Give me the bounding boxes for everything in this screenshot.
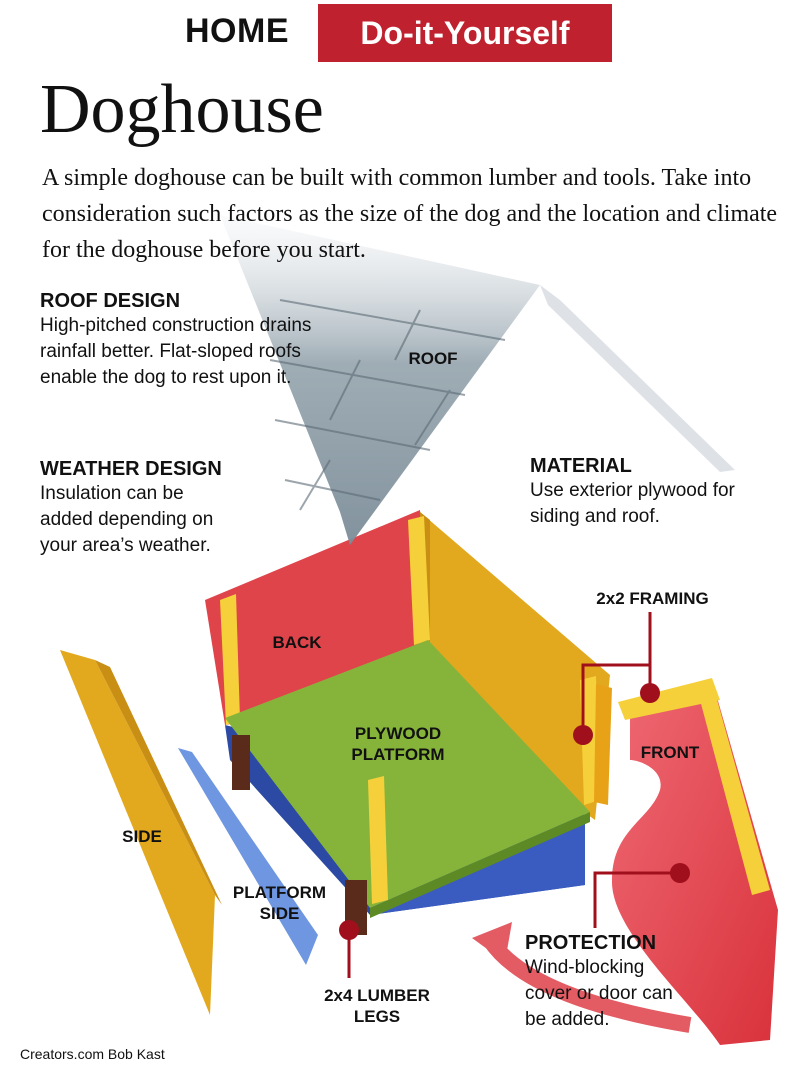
intro-text: A simple doghouse can be built with comm… <box>42 165 778 263</box>
framing-label: 2x2 FRAMING <box>596 589 709 608</box>
framing-callout-dot <box>573 725 593 745</box>
framing-post-front <box>368 776 388 904</box>
credit: Creators.com Bob Kast <box>20 1046 165 1062</box>
roof-edge <box>540 285 735 472</box>
protection-callout-dot <box>670 863 690 883</box>
framing-callout-dot-2 <box>640 683 660 703</box>
protection-text: Wind-blocking cover or door can be added… <box>525 957 673 1030</box>
lumber-legs-label: 2x4 LUMBER LEGS <box>324 986 430 1026</box>
front-framing <box>618 678 720 720</box>
side-label: SIDE <box>122 827 162 846</box>
curved-arrow-head <box>472 922 512 962</box>
material-text: Use exterior plywood for siding and roof… <box>530 480 735 527</box>
protection-heading: PROTECTION <box>525 932 657 954</box>
plywood-platform-label: PLYWOOD PLATFORM <box>351 724 445 764</box>
back-framing-post-2 <box>408 516 430 645</box>
protection-note: PROTECTION Wind-blocking cover or door c… <box>525 932 690 1033</box>
weather-design-text: Insulation can be added depending on you… <box>40 483 214 556</box>
platform-side-board <box>178 748 318 965</box>
right-side-panel <box>420 512 610 820</box>
side-panel <box>60 650 215 1015</box>
plywood-platform <box>225 640 590 908</box>
header-banner: Do-it-Yourself <box>318 4 612 62</box>
weather-design-note: WEATHER DESIGN Insulation can be added d… <box>40 458 230 559</box>
roof-design-note: ROOF DESIGN High-pitched construction dr… <box>40 290 315 391</box>
page-title: Doghouse <box>40 71 324 148</box>
back-label: BACK <box>272 633 322 652</box>
platform-side-label: PLATFORM SIDE <box>232 883 327 923</box>
roof-design-text: High-pitched construction drains rainfal… <box>40 315 312 388</box>
protection-callout-line <box>593 871 680 928</box>
framing-callout-line <box>581 612 652 735</box>
weather-design-heading: WEATHER DESIGN <box>40 458 222 480</box>
legs-callout-dot <box>339 920 359 940</box>
front-framing-2 <box>700 696 770 895</box>
roof-design-heading: ROOF DESIGN <box>40 290 181 312</box>
lumber-leg <box>232 735 250 790</box>
back-framing-post <box>220 594 240 725</box>
header-home: HOME <box>185 12 289 50</box>
right-framing-post-2 <box>594 684 612 805</box>
material-note: MATERIAL Use exterior plywood for siding… <box>530 455 760 530</box>
material-heading: MATERIAL <box>530 455 632 477</box>
front-label: FRONT <box>640 743 700 762</box>
roof-label: ROOF <box>408 349 458 368</box>
